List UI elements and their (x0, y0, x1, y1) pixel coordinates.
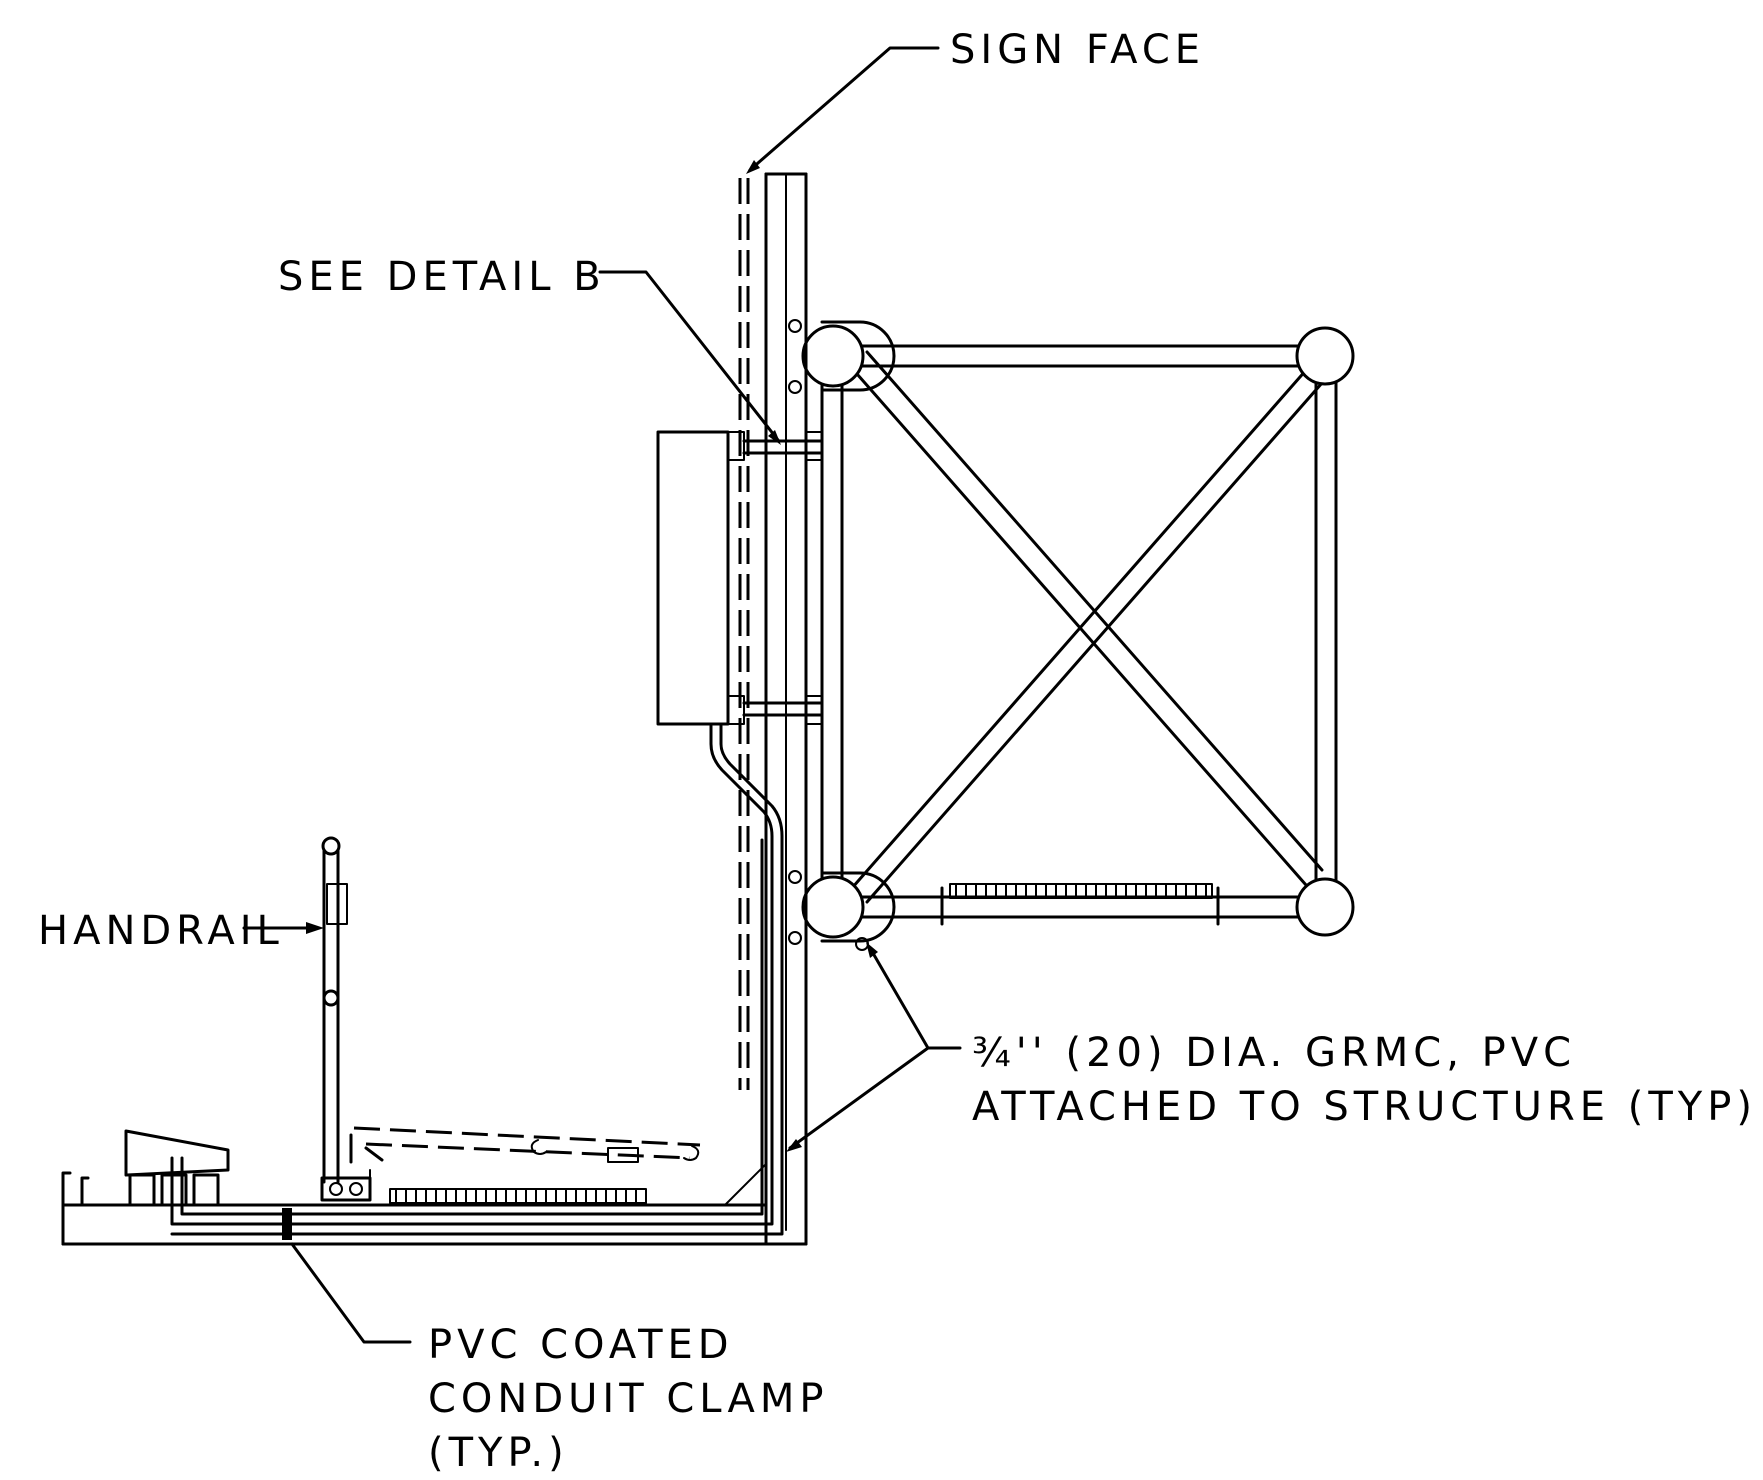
truss-node-top-right (1295, 326, 1355, 386)
label-conduit-line1: ¾'' (20) DIA. GRMC, PVC (972, 1030, 1576, 1076)
truss (788, 319, 1355, 945)
truss-node-bottom-right (1295, 877, 1355, 937)
label-clamp-line2: CONDUIT CLAMP (428, 1376, 829, 1422)
deck-grating (389, 1188, 647, 1204)
label-sign-face: SIGN FACE (950, 27, 1205, 73)
label-clamp-line1: PVC COATED (428, 1322, 734, 1368)
label-handrail: HANDRAIL (38, 908, 284, 954)
electrical-cabinet (656, 430, 824, 726)
conduit-clamp (282, 1208, 292, 1240)
handrail-post (320, 836, 372, 1202)
conduit (170, 724, 784, 1236)
truss-node-top-left (801, 324, 865, 388)
label-clamp-line3: (TYP.) (428, 1430, 569, 1476)
leaders (242, 46, 962, 1344)
truss-node-bottom-left (801, 875, 865, 939)
label-conduit-line2: ATTACHED TO STRUCTURE (TYP) (972, 1084, 1757, 1130)
label-see-detail-b: SEE DETAIL B (278, 254, 606, 300)
walkway-deck (61, 1126, 808, 1246)
truss-grating (949, 883, 1213, 899)
